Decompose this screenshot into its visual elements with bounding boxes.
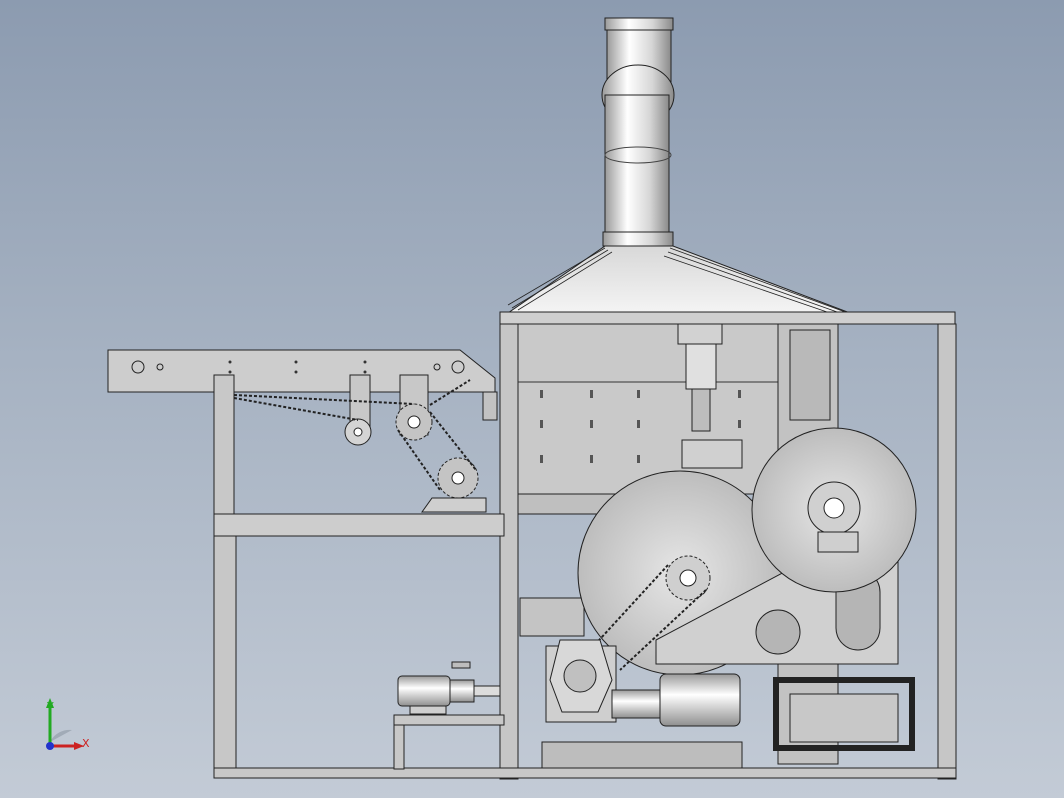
- exhaust-stack: [601, 17, 675, 247]
- main-enclosure: [499, 311, 957, 780]
- coordinate-triad: [46, 698, 84, 750]
- x-axis-label: X: [82, 737, 90, 750]
- exhaust-hood: [506, 245, 851, 314]
- z-axis-dot: [46, 742, 54, 750]
- y-axis-label: Y: [47, 700, 54, 713]
- bottom-right-frame: [773, 677, 915, 751]
- gearbox: [545, 639, 617, 723]
- small-drum: [751, 427, 917, 593]
- pump-motor: [397, 661, 501, 715]
- chain-drive-left: [233, 379, 487, 513]
- lower-frame: [213, 513, 957, 779]
- main-motor: [611, 673, 741, 727]
- feed-conveyor: [107, 349, 498, 516]
